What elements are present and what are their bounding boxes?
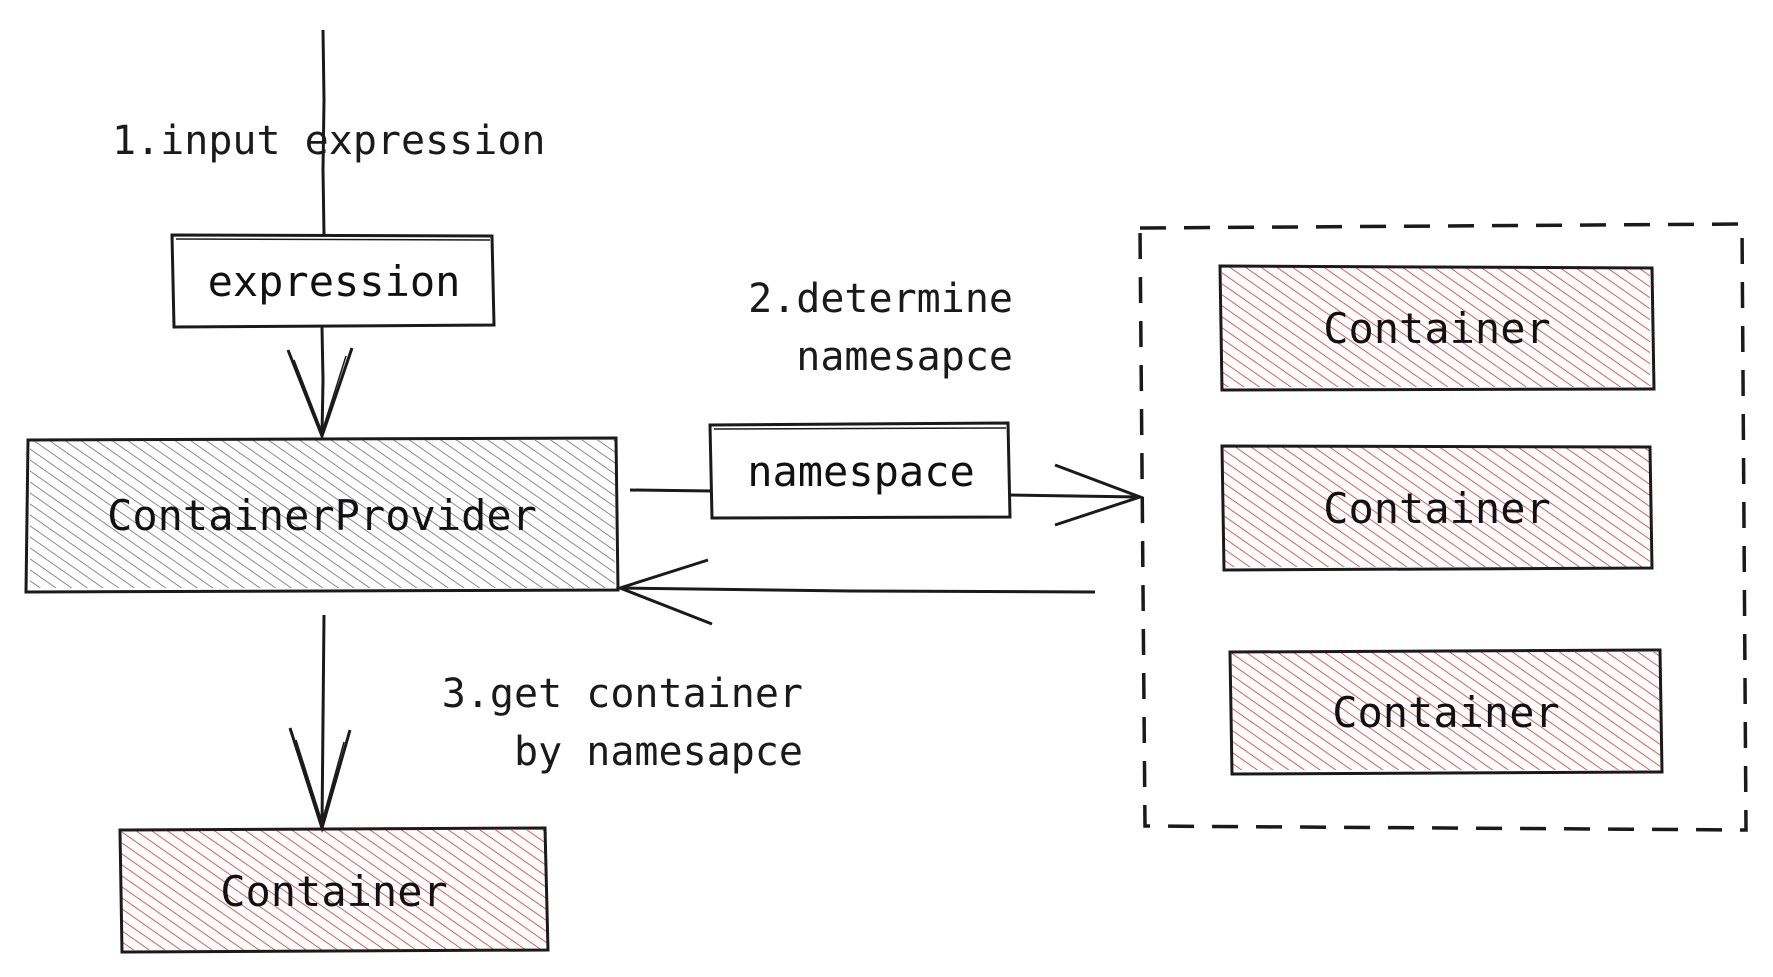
container-provider-box xyxy=(24,436,620,594)
input-line xyxy=(321,29,326,236)
result-container-box xyxy=(118,826,550,954)
step3-label-line1: 3.get container xyxy=(441,671,803,717)
group-container-label-2: Container xyxy=(1323,483,1551,533)
arrow-group-to-provider xyxy=(615,558,1096,626)
step3-label-line2: by namesapce xyxy=(514,729,803,775)
step1-label: 1.input expression xyxy=(112,118,546,164)
group-container-box-2 xyxy=(1220,444,1654,572)
group-container-label-3: Container xyxy=(1332,687,1560,737)
step2-label-line1: 2.determine xyxy=(748,276,1013,322)
container-provider-label: ContainerProvider xyxy=(107,490,537,540)
result-container-label: Container xyxy=(220,866,448,916)
step2-label-line2: namesapce xyxy=(796,334,1013,380)
namespace-box-label: namespace xyxy=(747,446,975,496)
container-group-dashed-border xyxy=(1138,222,1748,832)
expression-box xyxy=(170,233,496,329)
group-container-label-1: Container xyxy=(1323,303,1551,353)
group-container-box-1 xyxy=(1218,264,1656,392)
line-provider-to-namespace xyxy=(629,488,713,493)
expression-box-label: expression xyxy=(207,256,461,306)
arrow-expression-to-provider xyxy=(286,326,354,441)
arrow-provider-to-result xyxy=(288,614,352,834)
arrow-namespace-to-group xyxy=(1009,463,1145,527)
namespace-box xyxy=(708,421,1012,520)
group-container-box-3 xyxy=(1228,648,1664,776)
